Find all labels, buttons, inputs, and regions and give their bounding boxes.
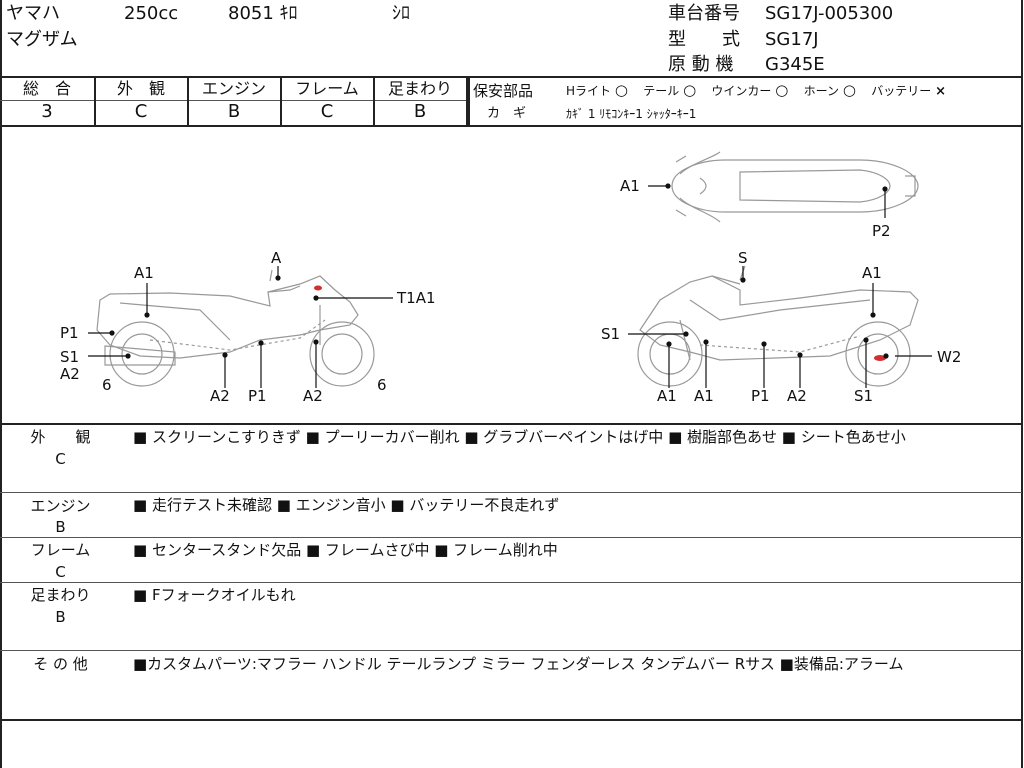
score-label-frame: フレーム [295, 79, 359, 98]
divider-bottom [0, 719, 1022, 721]
displacement: 250cc [124, 3, 179, 24]
keys-value: ｶｷﾞ 1 ﾘﾓｺﾝｷｰ1 ｼｬｯﾀｰｷｰ1 [566, 107, 697, 121]
safety-item-headlight: Hライト ○ [566, 81, 628, 99]
frame-number: SG17J-005300 [765, 3, 894, 24]
section-label: そ の 他 [33, 655, 88, 673]
safety-separator [468, 77, 470, 125]
diagram-label: P1 [751, 387, 770, 405]
diagram-label: A2 [210, 387, 230, 405]
section-label: エンジン [30, 497, 91, 515]
safety-item-battery: バッテリー × [871, 84, 946, 99]
section-label: 外 観 [30, 428, 91, 446]
keys-label: カ ギ [487, 106, 527, 121]
body-color: ｼﾛ [392, 3, 410, 24]
diagram-label: A1 [694, 387, 714, 405]
maker-name: ヤマハ [6, 3, 60, 24]
score-value-engine: B [227, 101, 241, 122]
diagram-label: 6 [102, 376, 112, 394]
section-text: ■ センタースタンド欠品 ■ フレームさび中 ■ フレーム削れ中 [133, 541, 558, 559]
score-value-suspension: B [413, 101, 427, 122]
section-label: フレーム [30, 541, 91, 559]
section-divider [0, 582, 1022, 583]
section-divider [0, 492, 1022, 493]
frame-right-border [1021, 0, 1023, 768]
score-separator [280, 77, 282, 125]
diagram-label: A1 [134, 264, 154, 282]
scooter-right-view [637, 265, 919, 387]
safety-items: Hライト ○ テール ○ ウインカー ○ ホーン ○ バッテリー × [566, 81, 946, 101]
diagram-label: A2 [60, 365, 80, 383]
section-grade: B [55, 608, 66, 626]
safety-label: 保安部品 [473, 82, 534, 100]
section-grade: C [55, 450, 66, 468]
diagram-label: S1 [854, 387, 873, 405]
score-label-engine: エンジン [201, 79, 266, 98]
diagram-label: P1 [248, 387, 267, 405]
scooter-top-view [671, 151, 919, 223]
score-separator [187, 77, 189, 125]
score-divider [0, 100, 466, 101]
section-text: ■ 走行テスト未確認 ■ エンジン音小 ■ バッテリー不良走れず [133, 496, 560, 514]
score-value-overall: 3 [41, 101, 53, 122]
score-separator [94, 77, 96, 125]
divider-scores [0, 125, 1022, 127]
section-grade: C [55, 563, 66, 581]
mileage: 8051 ｷﾛ [228, 3, 298, 24]
section-grade: B [55, 518, 66, 536]
diagram-label: T1A1 [396, 289, 436, 307]
frame-number-label: 車台番号 [668, 3, 740, 24]
score-label-overall: 総 合 [22, 79, 71, 98]
section-label: 足まわり [30, 586, 91, 604]
score-label-exterior: 外 観 [116, 79, 165, 98]
diagram-label: A2 [787, 387, 807, 405]
type-value: SG17J [765, 29, 819, 50]
damage-diagram: A1 P2 A1 A T1A1 P1 S1 A2 6 A2 P1 A2 6 S … [60, 151, 961, 405]
safety-item-tail: テール ○ [643, 81, 697, 99]
diagram-label: A [271, 249, 282, 267]
engine-model-label: 原 動 機 [668, 54, 734, 75]
section-text: ■ Fフォークオイルもれ [133, 586, 296, 604]
score-value-frame: C [320, 101, 334, 122]
diagram-label: A1 [862, 264, 882, 282]
score-separator [373, 77, 375, 125]
diagram-label: 6 [377, 376, 387, 394]
safety-item-winker: ウインカー ○ [711, 81, 789, 99]
engine-model-value: G345E [765, 54, 825, 75]
diagram-label: W2 [937, 348, 961, 366]
diagram-label: P1 [60, 324, 79, 342]
section-divider [0, 537, 1022, 538]
section-text: ■カスタムパーツ:マフラー ハンドル テールランプ ミラー フェンダーレス タン… [133, 655, 904, 673]
diagram-label: A2 [303, 387, 323, 405]
score-separator [466, 77, 468, 125]
model-name: マグザム [6, 29, 78, 50]
divider-header [0, 76, 1022, 78]
frame-left-border [0, 0, 2, 768]
divider-diagram [0, 423, 1022, 425]
damage-markers [314, 285, 886, 361]
diagram-label: A1 [657, 387, 677, 405]
section-text: ■ スクリーンこすりきず ■ プーリーカバー削れ ■ グラブバーペイントはげ中 … [133, 428, 906, 446]
score-label-suspension: 足まわり [387, 79, 452, 98]
diagram-label: S1 [60, 348, 79, 366]
diagram-label: S1 [601, 325, 620, 343]
diagram-label: S [738, 249, 748, 267]
diagram-label: A1 [620, 177, 640, 195]
safety-item-horn: ホーン ○ [803, 81, 856, 99]
type-label: 型 式 [668, 29, 740, 50]
score-value-exterior: C [134, 101, 148, 122]
diagram-label: P2 [872, 222, 891, 240]
scooter-left-view [96, 269, 375, 387]
section-divider [0, 650, 1022, 651]
